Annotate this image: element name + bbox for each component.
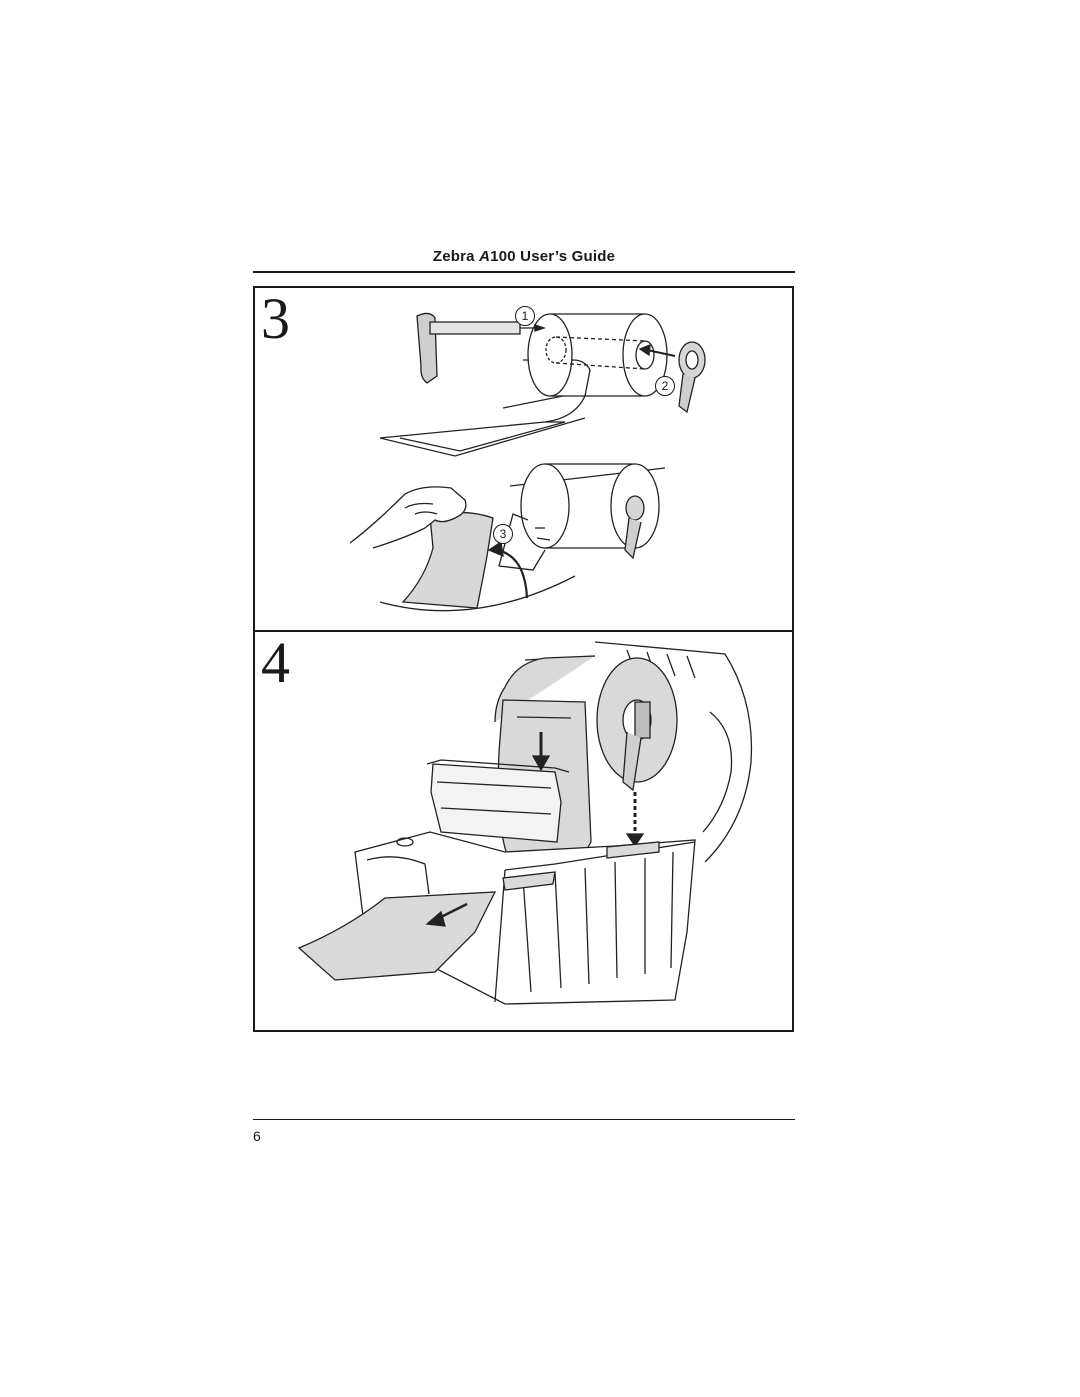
callout-2: 2 — [655, 376, 675, 396]
step-4-number: 4 — [261, 630, 290, 695]
header-brand: Zebra — [432, 248, 475, 265]
step-4-panel: 4 — [253, 630, 794, 1032]
step-4-illustration — [297, 641, 753, 1005]
header-suffix: User’s Guide — [520, 248, 616, 265]
header-model: A — [479, 248, 491, 265]
header-rule — [253, 271, 795, 273]
step-3-number: 3 — [261, 286, 290, 351]
page-number: 6 — [253, 1128, 261, 1144]
callout-1: 1 — [515, 306, 535, 326]
footer-rule — [253, 1119, 795, 1120]
step-3-illustration — [349, 312, 706, 612]
header-model-number: 100 — [490, 248, 516, 265]
step-3-panel: 3 — [253, 286, 794, 632]
page-header: Zebra A100 User’s Guide — [253, 248, 795, 270]
callout-3: 3 — [493, 524, 513, 544]
